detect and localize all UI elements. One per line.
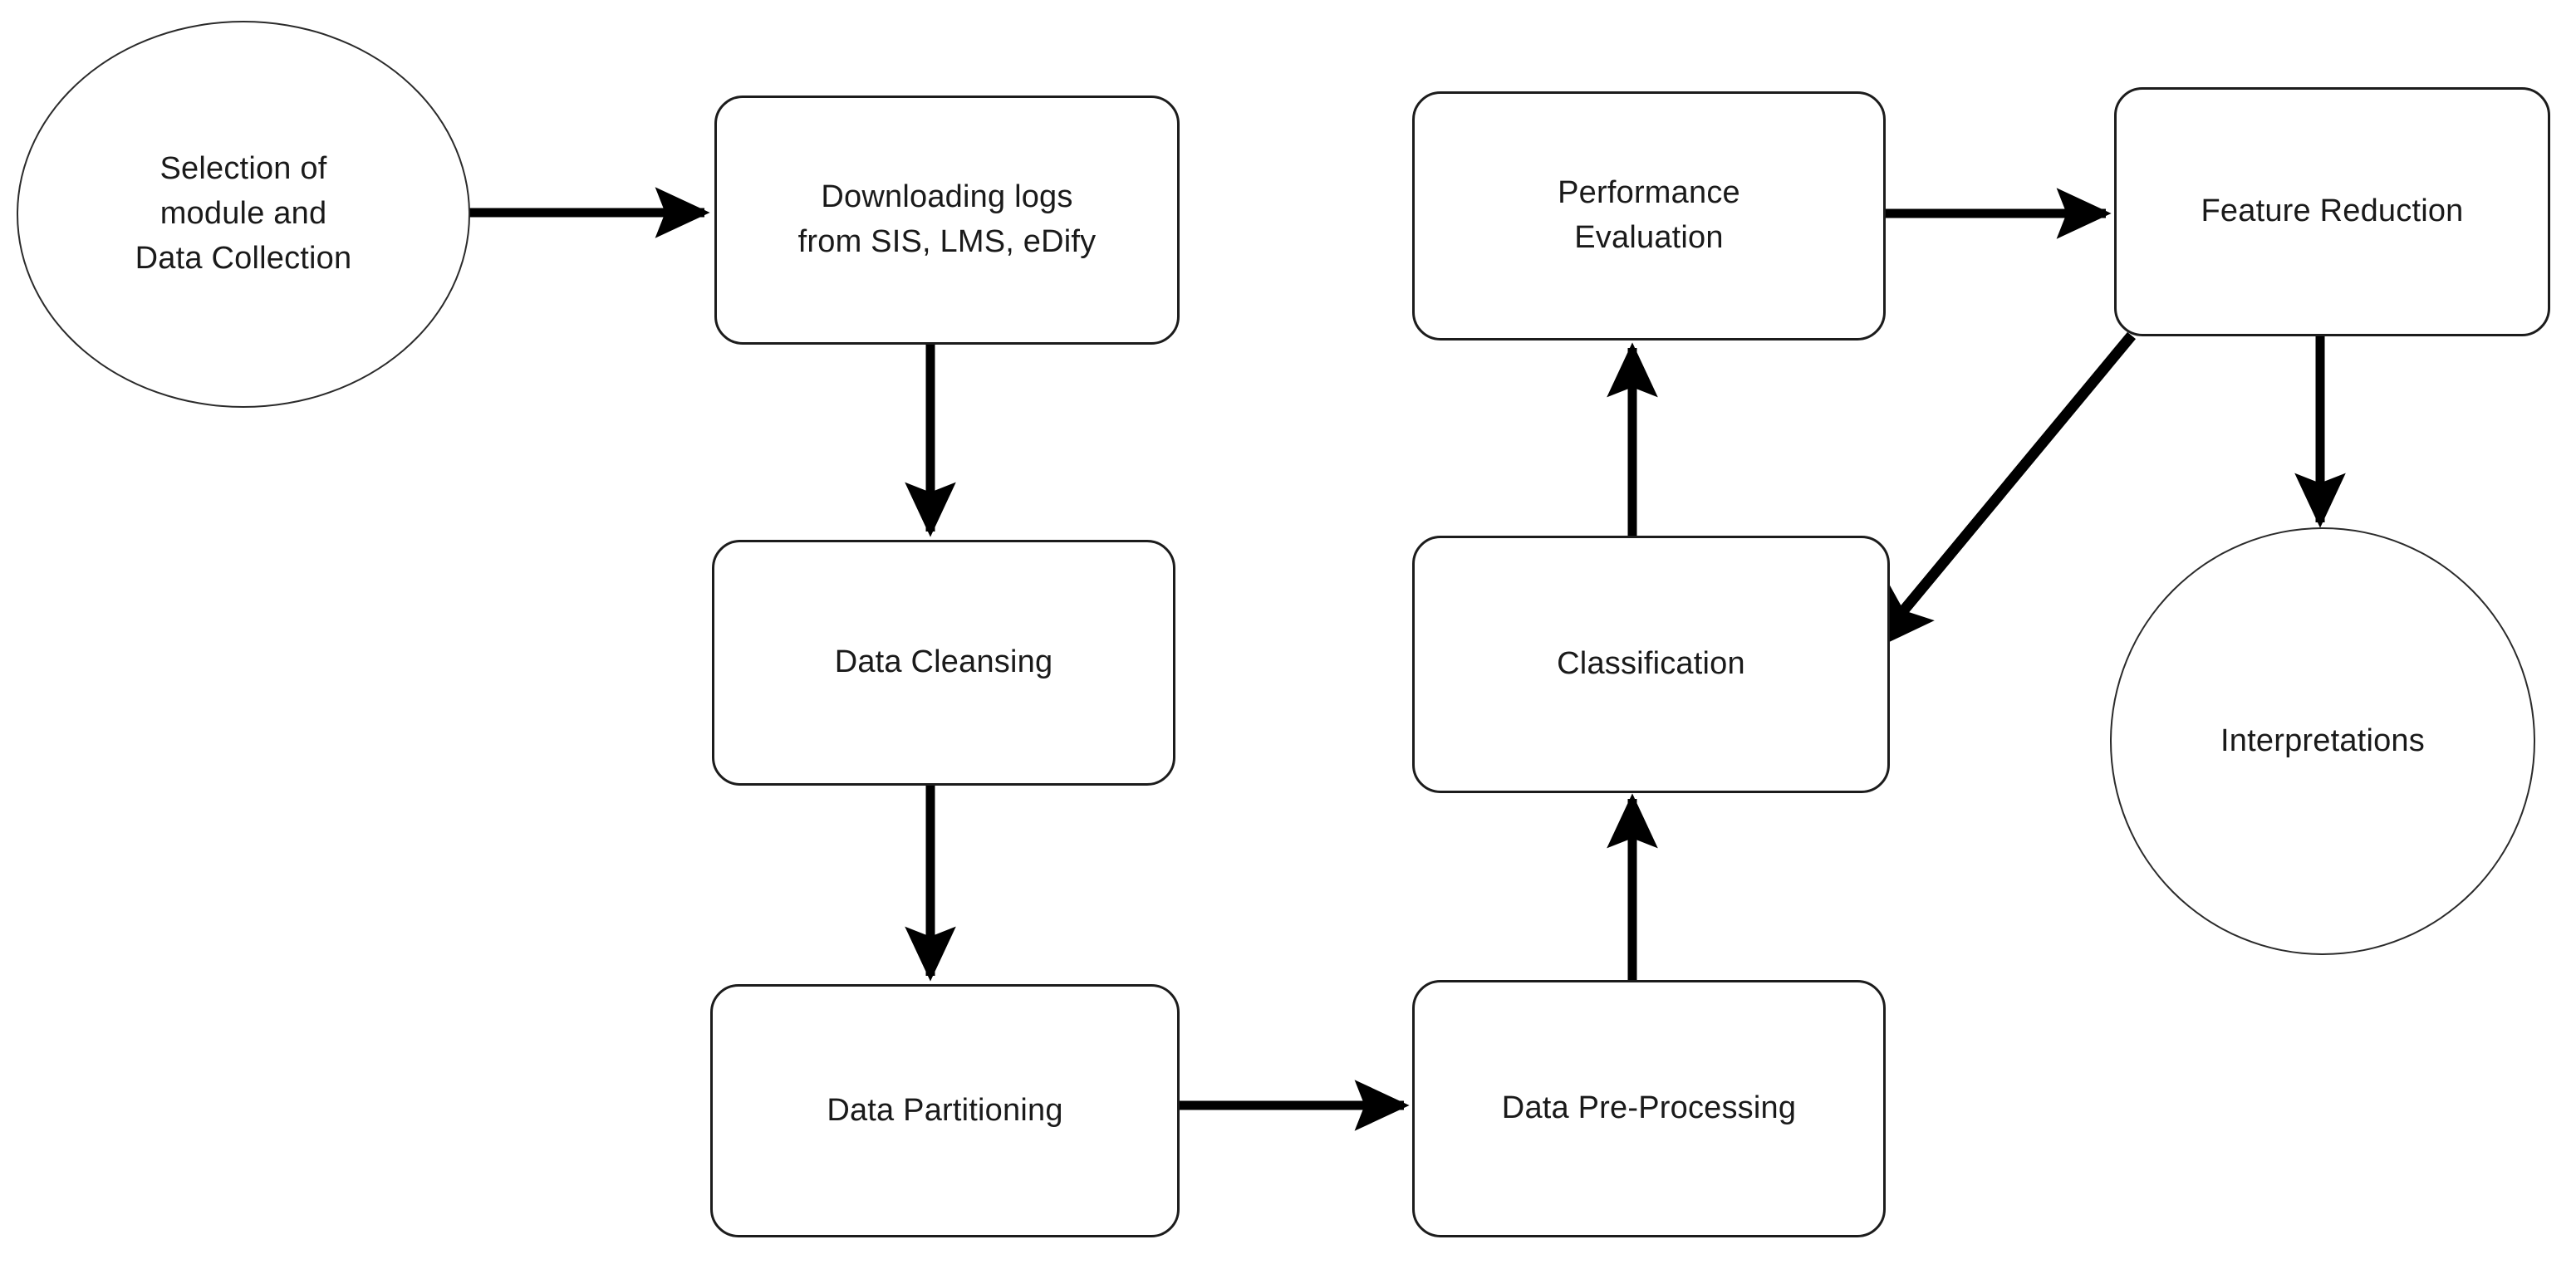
node-label: Data Cleansing bbox=[834, 644, 1053, 680]
node-label: Data Partitioning bbox=[827, 1092, 1063, 1128]
node-interpretations[interactable]: Interpretations bbox=[2110, 527, 2535, 955]
node-label: Selection of module and Data Collection bbox=[135, 151, 352, 276]
node-label: Performance Evaluation bbox=[1558, 175, 1740, 255]
node-selection-of-module-and-data-collection[interactable]: Selection of module and Data Collection bbox=[17, 21, 470, 408]
node-label: Downloading logs from SIS, LMS, eDify bbox=[797, 179, 1097, 259]
node-data-pre-processing[interactable]: Data Pre-Processing bbox=[1412, 980, 1886, 1237]
node-label: Classification bbox=[1557, 646, 1745, 682]
node-data-cleansing[interactable]: Data Cleansing bbox=[712, 540, 1175, 786]
node-downloading-logs[interactable]: Downloading logs from SIS, LMS, eDify bbox=[714, 96, 1180, 345]
node-label: Data Pre-Processing bbox=[1501, 1090, 1797, 1126]
node-data-partitioning[interactable]: Data Partitioning bbox=[710, 984, 1180, 1237]
edge-feature-to-classification bbox=[1869, 331, 2137, 652]
node-performance-evaluation[interactable]: Performance Evaluation bbox=[1412, 91, 1886, 340]
node-classification[interactable]: Classification bbox=[1412, 536, 1890, 793]
node-label: Feature Reduction bbox=[2201, 194, 2464, 229]
node-feature-reduction[interactable]: Feature Reduction bbox=[2114, 87, 2550, 336]
node-label: Interpretations bbox=[2220, 723, 2425, 758]
